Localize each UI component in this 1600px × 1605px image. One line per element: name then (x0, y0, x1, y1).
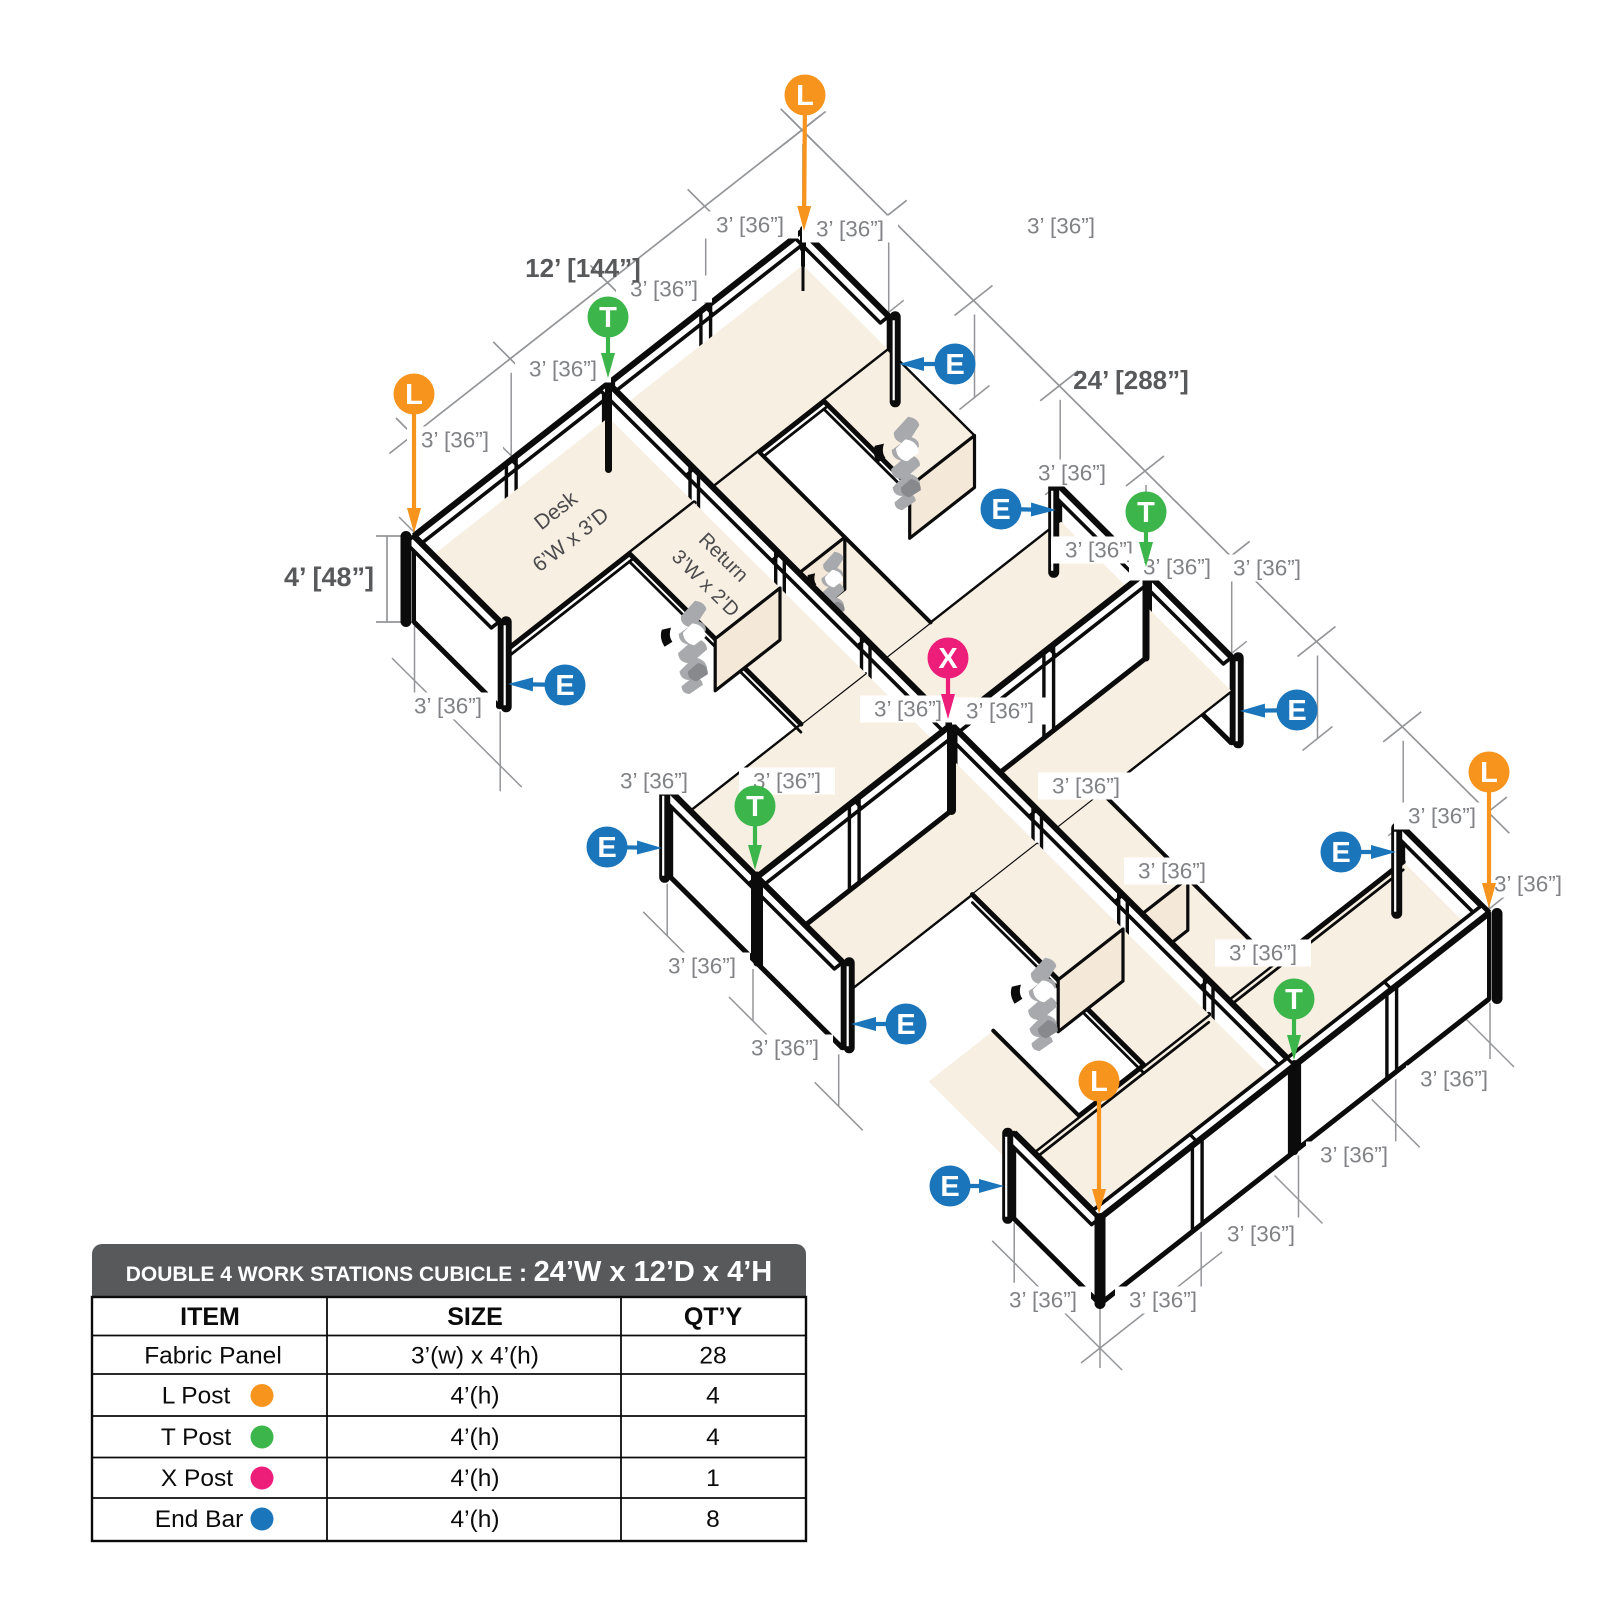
svg-text:4: 4 (706, 1424, 720, 1451)
svg-text:3’ [36”]: 3’ [36”] (630, 277, 698, 302)
svg-text:3’ [36”]: 3’ [36”] (1320, 1143, 1388, 1168)
svg-text:T Post: T Post (161, 1424, 232, 1451)
svg-text:3’(w) x 4’(h): 3’(w) x 4’(h) (411, 1343, 539, 1370)
svg-text:4’(h): 4’(h) (450, 1424, 499, 1451)
svg-text:3’ [36”]: 3’ [36”] (1227, 1222, 1295, 1247)
svg-text:3’ [36”]: 3’ [36”] (1038, 461, 1106, 486)
svg-text:3’ [36”]: 3’ [36”] (421, 428, 489, 453)
svg-text:3’ [36”]: 3’ [36”] (529, 357, 597, 382)
svg-text:X Post: X Post (161, 1465, 233, 1492)
svg-text:T: T (1285, 984, 1303, 1016)
svg-text:L Post: L Post (162, 1383, 231, 1410)
svg-text:3’ [36”]: 3’ [36”] (414, 694, 482, 719)
svg-text:4’(h): 4’(h) (450, 1383, 499, 1410)
svg-text:E: E (896, 1009, 915, 1041)
svg-text:E: E (945, 349, 964, 381)
svg-text:3’ [36”]: 3’ [36”] (1233, 556, 1301, 581)
svg-text:E: E (1287, 695, 1306, 727)
svg-text:E: E (555, 670, 574, 702)
svg-text:3’ [36”]: 3’ [36”] (1009, 1288, 1077, 1313)
svg-text:L: L (1480, 757, 1498, 789)
svg-text:L: L (1090, 1066, 1108, 1098)
svg-text:8: 8 (706, 1506, 720, 1533)
svg-text:3’ [36”]: 3’ [36”] (874, 697, 942, 722)
svg-text:3’ [36”]: 3’ [36”] (1129, 1288, 1197, 1313)
svg-text:E: E (940, 1171, 959, 1203)
svg-text:ITEM: ITEM (180, 1303, 240, 1331)
svg-text:QT’Y: QT’Y (684, 1303, 743, 1331)
svg-text:E: E (991, 494, 1010, 526)
svg-text:12’ [144”]: 12’ [144”] (525, 253, 641, 283)
svg-text:3’ [36”]: 3’ [36”] (1420, 1067, 1488, 1092)
svg-text:SIZE: SIZE (447, 1303, 503, 1331)
svg-text:3’ [36”]: 3’ [36”] (966, 699, 1034, 724)
svg-text:E: E (1331, 837, 1350, 869)
svg-text:L: L (796, 80, 814, 112)
svg-text:3’ [36”]: 3’ [36”] (1408, 804, 1476, 829)
svg-text:X: X (938, 643, 958, 675)
svg-text:4’(h): 4’(h) (450, 1465, 499, 1492)
svg-text:3’ [36”]: 3’ [36”] (620, 769, 688, 794)
svg-text:3’ [36”]: 3’ [36”] (1229, 941, 1297, 966)
svg-text:3’ [36”]: 3’ [36”] (1143, 555, 1211, 580)
svg-text:3’ [36”]: 3’ [36”] (1027, 214, 1095, 239)
svg-text:T: T (746, 791, 764, 823)
svg-text:3’ [36”]: 3’ [36”] (716, 213, 784, 238)
svg-text:3’ [36”]: 3’ [36”] (1494, 872, 1562, 897)
svg-text:End Bar: End Bar (155, 1506, 244, 1533)
svg-text:4’(h): 4’(h) (450, 1506, 499, 1533)
svg-text:3’ [36”]: 3’ [36”] (1052, 774, 1120, 799)
svg-text:3’ [36”]: 3’ [36”] (1065, 538, 1133, 563)
svg-text:3’ [36”]: 3’ [36”] (816, 217, 884, 242)
svg-text:28: 28 (699, 1343, 726, 1370)
svg-text:4’ [48”]: 4’ [48”] (284, 562, 374, 592)
svg-text:1: 1 (706, 1465, 720, 1492)
svg-text:3’ [36”]: 3’ [36”] (1138, 859, 1206, 884)
svg-text:Fabric Panel: Fabric Panel (144, 1343, 282, 1370)
svg-text:3’ [36”]: 3’ [36”] (751, 1036, 819, 1061)
svg-text:3’ [36”]: 3’ [36”] (668, 954, 736, 979)
svg-text:24’ [288”]: 24’ [288”] (1073, 365, 1189, 395)
svg-text:T: T (599, 302, 617, 334)
svg-text:DOUBLE 4 WORK STATIONS CUBICL: DOUBLE 4 WORK STATIONS CUBICLE : 24’W x … (126, 1256, 772, 1288)
svg-text:T: T (1137, 497, 1155, 529)
svg-text:E: E (597, 832, 616, 864)
svg-text:L: L (405, 379, 423, 411)
svg-text:4: 4 (706, 1383, 720, 1410)
